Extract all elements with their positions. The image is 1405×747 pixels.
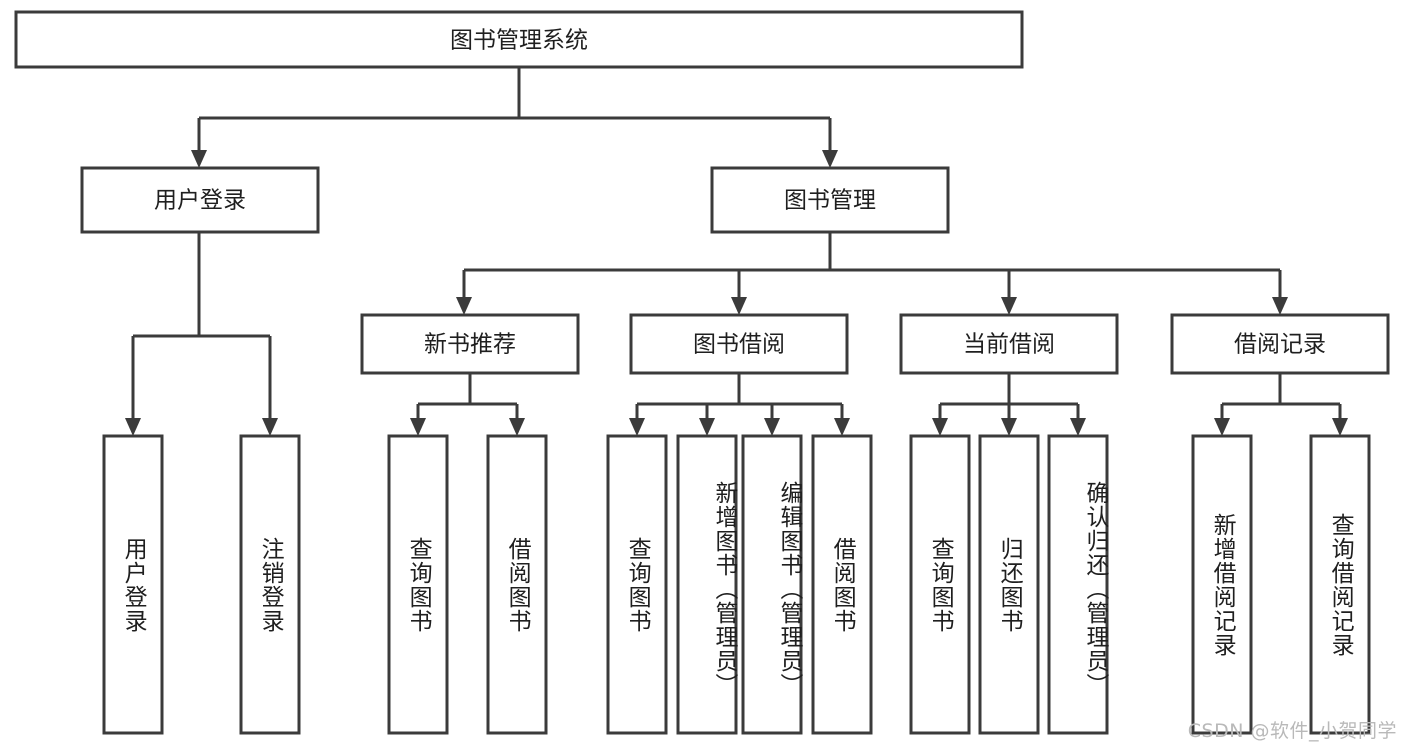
node-root-label: 图书管理系统 [450,28,588,54]
arrowhead-book-borrow [731,297,747,315]
node-new-book-recommend-label: 新书推荐 [424,332,516,358]
node-root[interactable]: 图书管理系统 [14,10,1024,69]
csdn-watermark: CSDN @软件_小贺同学 [1187,720,1397,742]
arrowhead-leaf-confirm-return [1070,418,1086,436]
leaf-box-user-login[interactable] [102,434,164,735]
leaf-box-query-book-3[interactable] [909,434,971,735]
node-book-borrow-label: 图书借阅 [693,332,785,358]
node-user-login[interactable]: 用户登录 [80,166,320,234]
arrowhead-user-login [191,150,207,168]
node-book-manage[interactable]: 图书管理 [710,166,950,234]
node-borrow-record-box[interactable] [1170,313,1390,375]
node-book-manage-box[interactable] [710,166,950,234]
leaf-box-return-book[interactable] [978,434,1040,735]
arrowhead-leaf-edit-book [764,418,780,436]
arrowhead-leaf-add-book [699,418,715,436]
arrowhead-leaf-query-book-3 [932,418,948,436]
arrowhead-leaf-logout [262,418,278,436]
leaf-box-add-record[interactable] [1191,434,1253,735]
arrowhead-leaf-query-record [1332,418,1348,436]
node-root-box[interactable] [14,10,1024,69]
arrowhead-current-borrow [1001,297,1017,315]
leaf-box-borrow-book-2[interactable] [811,434,873,735]
leaf-box-query-book-1[interactable] [387,434,449,735]
leaf-box-edit-book[interactable] [741,434,803,735]
node-book-manage-label: 图书管理 [784,188,876,214]
arrowhead-leaf-add-record [1214,418,1230,436]
node-current-borrow[interactable]: 当前借阅 [899,313,1119,375]
arrowhead-new-book-recommend [456,297,472,315]
leaf-box-borrow-book-1[interactable] [486,434,548,735]
leaf-box-confirm-return[interactable] [1047,434,1109,735]
arrowhead-leaf-return-book [1001,418,1017,436]
node-borrow-record[interactable]: 借阅记录 [1170,313,1390,375]
leaf-box-query-record[interactable] [1309,434,1371,735]
arrowhead-leaf-user-login [125,418,141,436]
arrowhead-borrow-record [1272,297,1288,315]
node-new-book-recommend-box[interactable] [360,313,580,375]
arrowhead-book-manage [822,150,838,168]
connector-layer [125,67,1348,436]
leaf-box-logout[interactable] [239,434,301,735]
arrowhead-leaf-borrow-book-1 [509,418,525,436]
arrowhead-leaf-borrow-book-2 [834,418,850,436]
leaf-box-query-book-2[interactable] [606,434,668,735]
arrowhead-leaf-query-book-1 [410,418,426,436]
arrowhead-leaf-query-book-2 [629,418,645,436]
node-book-borrow[interactable]: 图书借阅 [629,313,849,375]
leaf-box-add-book[interactable] [676,434,738,735]
node-book-borrow-box[interactable] [629,313,849,375]
node-new-book-recommend[interactable]: 新书推荐 [360,313,580,375]
node-current-borrow-box[interactable] [899,313,1119,375]
leaf-box-layer [102,434,1371,735]
node-user-login-box[interactable] [80,166,320,234]
node-current-borrow-label: 当前借阅 [963,332,1055,358]
node-borrow-record-label: 借阅记录 [1234,332,1326,358]
node-user-login-label: 用户登录 [154,188,246,214]
